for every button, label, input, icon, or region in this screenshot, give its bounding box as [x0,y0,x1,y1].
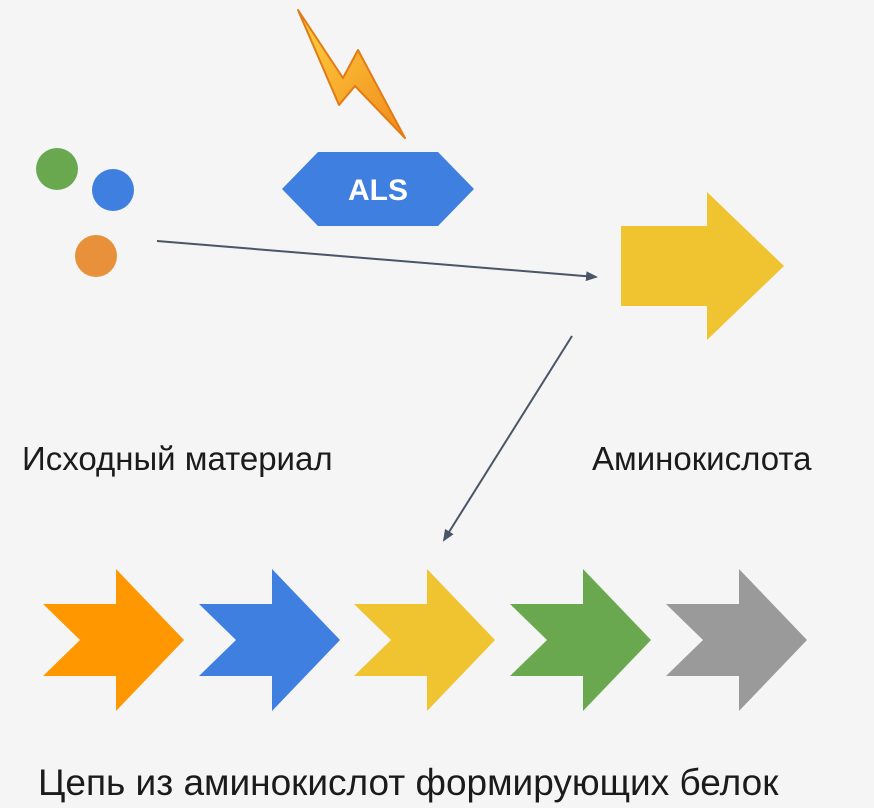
chain-chevron-orange [43,569,184,711]
enzyme-badge: ALS [282,152,474,226]
chain-chevron-gray [666,569,807,711]
amino-acid-chain [43,569,807,711]
chain-connector-arrow [442,335,573,542]
chain-chevron-yellow [354,569,495,711]
lightning-bolt-icon [297,9,406,139]
amino-acid-arrow-icon [621,192,784,340]
amino-acid-label: Аминокислота [592,440,812,477]
enzyme-hexagon-shape [282,152,474,226]
reaction-connector-arrow [156,240,598,282]
molecule-dots-icon [36,148,134,277]
source-dot-orange [75,235,117,277]
chain-chevron-blue [199,569,340,711]
source-dot-blue [92,169,134,211]
chain-chevron-green [510,569,651,711]
source-material-label: Исходный материал [22,440,333,477]
enzyme-label: ALS [348,174,408,207]
source-dot-green [36,148,78,190]
protein-chain-label: Цепь из аминокислот формирующих белок [38,762,779,803]
